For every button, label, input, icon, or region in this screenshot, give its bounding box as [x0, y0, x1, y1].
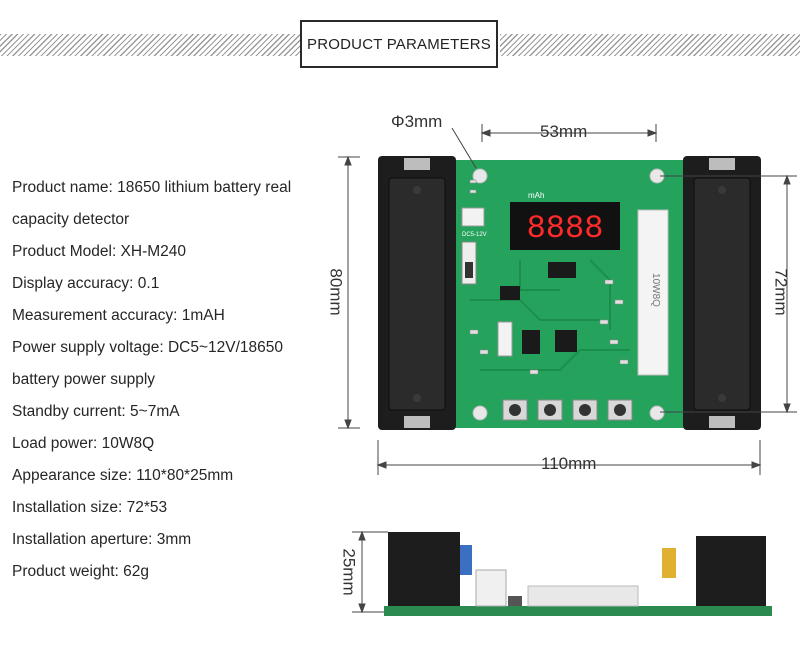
load-resistor	[637, 209, 669, 376]
resistor-label: 10W8Q	[650, 273, 661, 307]
power-connector	[461, 207, 485, 227]
dimension-lines	[338, 124, 797, 614]
param-line: Product weight: 62g	[12, 563, 150, 580]
display-unit-label: mAh	[528, 191, 544, 200]
dim-80-label: 80mm	[326, 268, 346, 316]
param-line: Power supply voltage: DC5~12V/18650	[12, 339, 283, 356]
param-line: Measurement accuracy: 1mAH	[12, 307, 225, 324]
side-pcb	[384, 606, 772, 616]
param-line: Installation aperture: 3mm	[12, 531, 192, 548]
side-holder-right	[696, 536, 766, 606]
dim-110-label: 110mm	[541, 454, 597, 473]
dim-72-label: 72mm	[771, 268, 791, 316]
param-line: battery power supply	[12, 371, 156, 388]
ic-chip-1	[548, 262, 576, 278]
header-hatch-right	[500, 34, 800, 56]
switch-label: DC5-12V	[462, 232, 487, 238]
seven-segment-display	[510, 202, 620, 250]
dim-hole-label: Φ3mm	[391, 112, 443, 131]
page-title: PRODUCT PARAMETERS	[300, 20, 498, 68]
button-1	[509, 404, 521, 416]
ic-chip-3	[555, 330, 577, 352]
param-line: Product Model: XH-M240	[12, 243, 187, 260]
param-line: Product name: 18650 lithium battery real	[12, 179, 292, 196]
dim-53-label: 53mm	[540, 122, 588, 141]
power-switch-knob	[465, 262, 473, 278]
param-line: capacity detector	[12, 211, 130, 228]
side-holder-left	[388, 532, 460, 606]
header-hatch-left	[0, 34, 300, 56]
parameter-list: Product name: 18650 lithium battery real…	[12, 172, 312, 588]
battery-holder-left	[378, 156, 456, 430]
battery-holder-right	[683, 156, 761, 430]
mount-hole-tl	[472, 168, 488, 184]
button-3	[579, 404, 591, 416]
button-4	[614, 404, 626, 416]
side-view	[384, 532, 772, 616]
ic-chip-2	[500, 286, 520, 300]
mount-hole-bl	[472, 405, 488, 421]
param-line: Display accuracy: 0.1	[12, 275, 160, 292]
param-line: Load power: 10W8Q	[12, 435, 155, 452]
dim-25-label: 25mm	[339, 548, 359, 596]
ic-chip-4	[522, 330, 540, 354]
param-line: Standby current: 5~7mA	[12, 403, 180, 420]
button-2	[544, 404, 556, 416]
param-line: Appearance size: 110*80*25mm	[12, 467, 234, 484]
param-line: Installation size: 72*53	[12, 499, 168, 516]
pin-header	[497, 321, 513, 357]
mount-hole-br	[649, 405, 665, 421]
display-digits: 8888	[527, 210, 604, 247]
button-row	[502, 399, 633, 421]
